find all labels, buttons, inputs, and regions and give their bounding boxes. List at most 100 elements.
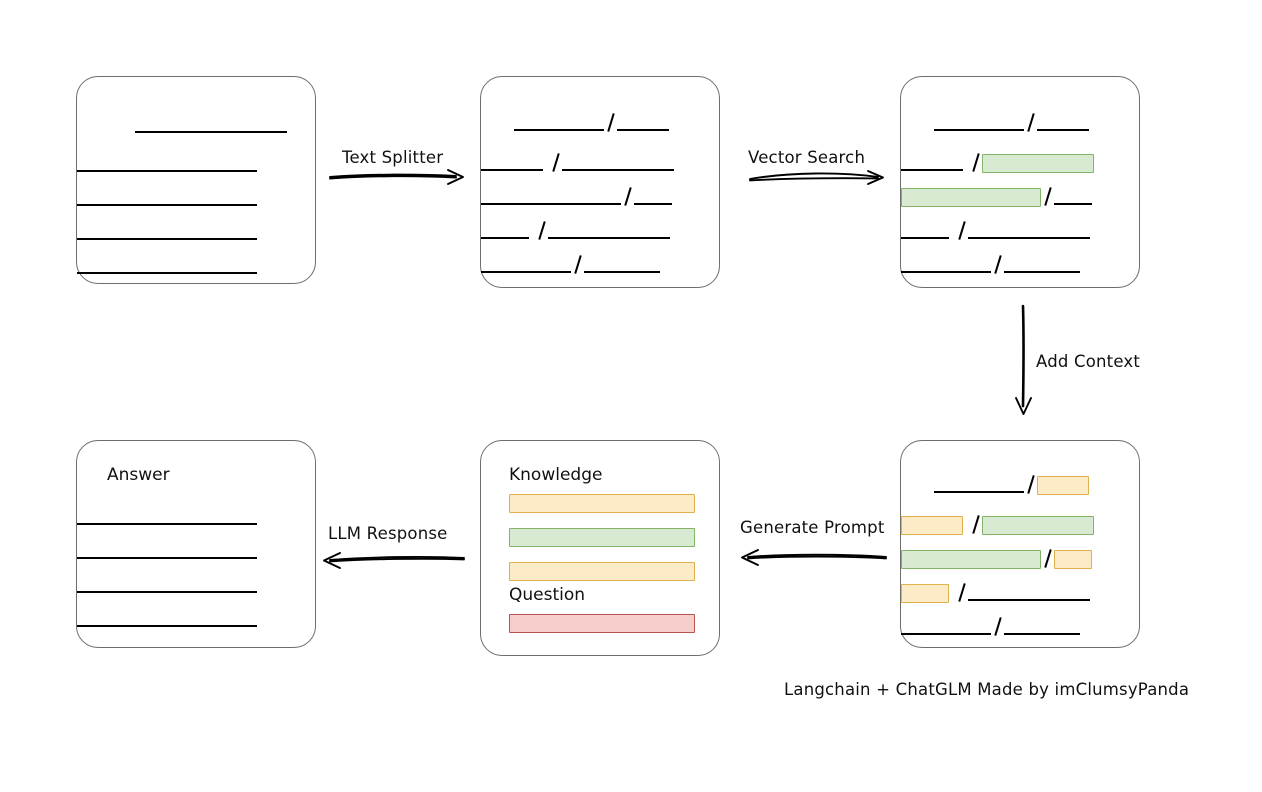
text-line bbox=[77, 155, 257, 173]
highlighted-chunk-yellow bbox=[901, 583, 949, 603]
doc-row bbox=[481, 255, 719, 275]
doc-row bbox=[77, 222, 315, 242]
retrieved-chunks-rows bbox=[901, 77, 1139, 287]
node-prompt[interactable]: Knowledge Question bbox=[480, 440, 720, 656]
node-context-chunks[interactable] bbox=[900, 440, 1140, 648]
text-line bbox=[617, 114, 669, 132]
doc-row bbox=[901, 549, 1139, 569]
prompt-question-bars bbox=[509, 614, 695, 648]
doc-row bbox=[901, 617, 1139, 637]
doc-row bbox=[901, 255, 1139, 275]
prompt-knowledge-bars bbox=[509, 494, 695, 596]
text-line bbox=[77, 610, 257, 628]
slash-separator-icon bbox=[955, 584, 968, 602]
doc-row bbox=[901, 515, 1139, 535]
doc-row bbox=[901, 153, 1139, 173]
text-line bbox=[901, 256, 991, 274]
slash-separator-icon bbox=[621, 188, 634, 206]
text-line bbox=[584, 256, 660, 274]
text-line bbox=[77, 257, 257, 275]
doc-row bbox=[481, 153, 719, 173]
text-line bbox=[481, 222, 529, 240]
text-line bbox=[934, 476, 1024, 494]
highlighted-chunk-green bbox=[982, 153, 1094, 173]
doc-row bbox=[77, 188, 315, 208]
slash-separator-icon bbox=[991, 618, 1004, 636]
doc-row bbox=[901, 221, 1139, 241]
node-split-chunks[interactable] bbox=[480, 76, 720, 288]
slash-separator-icon bbox=[1041, 188, 1054, 206]
text-line bbox=[1054, 188, 1092, 206]
text-line bbox=[135, 116, 287, 134]
edge-label-generate-prompt: Generate Prompt bbox=[740, 518, 885, 537]
highlighted-chunk-yellow bbox=[1054, 549, 1092, 569]
doc-row bbox=[77, 541, 315, 561]
edge-label-text-splitter: Text Splitter bbox=[342, 148, 444, 167]
footer-credit: Langchain + ChatGLM Made by imClumsyPand… bbox=[784, 680, 1190, 699]
slash-separator-icon bbox=[535, 222, 548, 240]
text-line bbox=[901, 618, 991, 636]
knowledge-bar-yellow bbox=[509, 562, 695, 581]
knowledge-bar-yellow bbox=[509, 494, 695, 513]
doc-row bbox=[77, 115, 315, 135]
arrow-vector-search bbox=[749, 170, 884, 185]
slash-separator-icon bbox=[955, 222, 968, 240]
edge-label-llm-response: LLM Response bbox=[328, 524, 448, 543]
text-line bbox=[77, 223, 257, 241]
answer-rows bbox=[77, 441, 315, 647]
source-document-rows bbox=[77, 77, 315, 283]
edge-label-vector-search: Vector Search bbox=[748, 148, 866, 167]
slash-separator-icon bbox=[1024, 476, 1037, 494]
doc-row bbox=[481, 113, 719, 133]
arrow-add-context bbox=[1015, 304, 1032, 415]
text-line bbox=[1037, 114, 1089, 132]
answer-title: Answer bbox=[107, 465, 170, 485]
highlighted-chunk-green bbox=[901, 187, 1041, 207]
text-line bbox=[77, 189, 257, 207]
arrow-llm-response bbox=[323, 552, 465, 569]
text-line bbox=[77, 542, 257, 560]
slash-separator-icon bbox=[991, 256, 1004, 274]
question-bar-red bbox=[509, 614, 695, 633]
doc-row bbox=[77, 609, 315, 629]
node-answer[interactable]: Answer bbox=[76, 440, 316, 648]
text-line bbox=[77, 576, 257, 594]
text-line bbox=[1004, 618, 1080, 636]
arrow-text-splitter bbox=[329, 169, 464, 185]
text-line bbox=[548, 222, 670, 240]
doc-row bbox=[481, 221, 719, 241]
text-line bbox=[968, 222, 1090, 240]
text-line bbox=[1004, 256, 1080, 274]
edge-label-add-context: Add Context bbox=[1036, 352, 1141, 371]
doc-row bbox=[77, 507, 315, 527]
text-line bbox=[968, 584, 1090, 602]
prompt-knowledge-label: Knowledge bbox=[509, 465, 603, 485]
text-line bbox=[562, 154, 674, 172]
doc-row bbox=[901, 583, 1139, 603]
slash-separator-icon bbox=[549, 154, 562, 172]
text-line bbox=[481, 154, 543, 172]
text-line bbox=[901, 222, 949, 240]
slash-separator-icon bbox=[604, 114, 617, 132]
highlighted-chunk-green bbox=[982, 515, 1094, 535]
node-source-document[interactable] bbox=[76, 76, 316, 284]
node-retrieved-chunks[interactable] bbox=[900, 76, 1140, 288]
split-chunks-rows bbox=[481, 77, 719, 287]
slash-separator-icon bbox=[1024, 114, 1037, 132]
doc-row bbox=[77, 154, 315, 174]
arrow-generate-prompt bbox=[741, 549, 887, 566]
slash-separator-icon bbox=[969, 154, 982, 172]
slash-separator-icon bbox=[1041, 550, 1054, 568]
doc-row bbox=[901, 187, 1139, 207]
doc-row bbox=[77, 575, 315, 595]
highlighted-chunk-green bbox=[901, 549, 1041, 569]
highlighted-chunk-yellow bbox=[1037, 475, 1089, 495]
highlighted-chunk-yellow bbox=[901, 515, 963, 535]
prompt-question-label: Question bbox=[509, 585, 586, 605]
slash-separator-icon bbox=[969, 516, 982, 534]
knowledge-bar-green bbox=[509, 528, 695, 547]
text-line bbox=[481, 256, 571, 274]
doc-row bbox=[901, 475, 1139, 495]
text-line bbox=[934, 114, 1024, 132]
doc-row bbox=[901, 113, 1139, 133]
